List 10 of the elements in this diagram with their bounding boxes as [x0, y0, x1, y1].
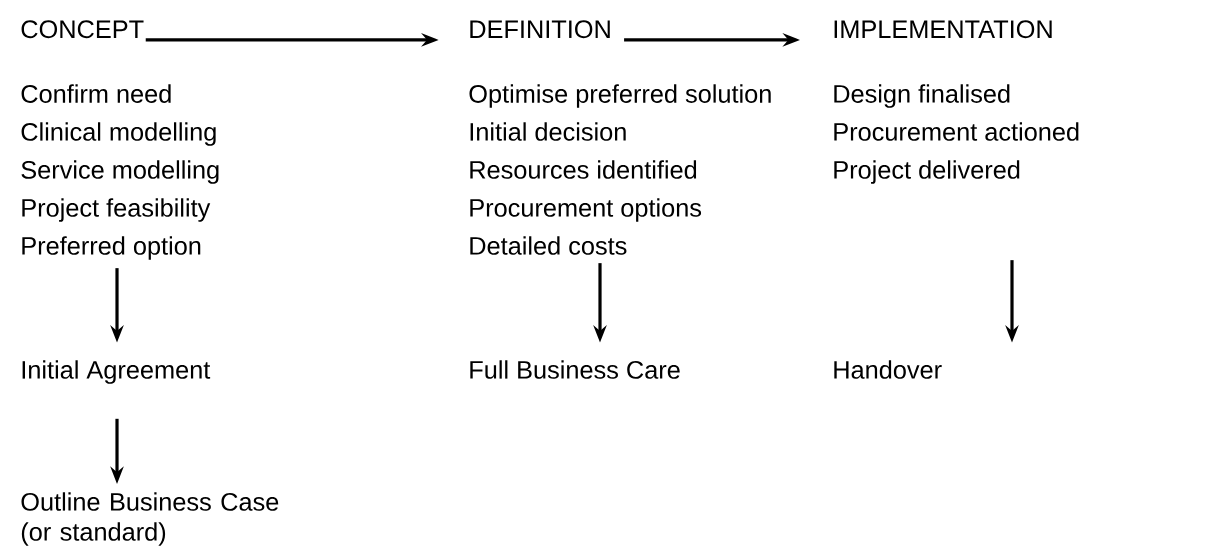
label-text: Initial Agreement [22, 360, 211, 384]
heading-text: DEFINITION [470, 20, 610, 39]
label-text: Handover [834, 360, 942, 379]
label-text: Outline Business Case (or standard) [21, 492, 279, 546]
label-text: Full Business Care [470, 360, 680, 379]
item-list: Optimise preferred solution Initial decision Resources identified Procurement options Detailed costs [469, 84, 771, 255]
heading-text: IMPLEMENTATION [834, 20, 1052, 39]
item-list: Confirm need Clinical modelling Service modelling Project feasibility Preferred option [21, 84, 219, 260]
heading-text: CONCEPT [21, 20, 144, 39]
item-list: Design finalised Procurement actioned Project delivered [834, 84, 1079, 184]
